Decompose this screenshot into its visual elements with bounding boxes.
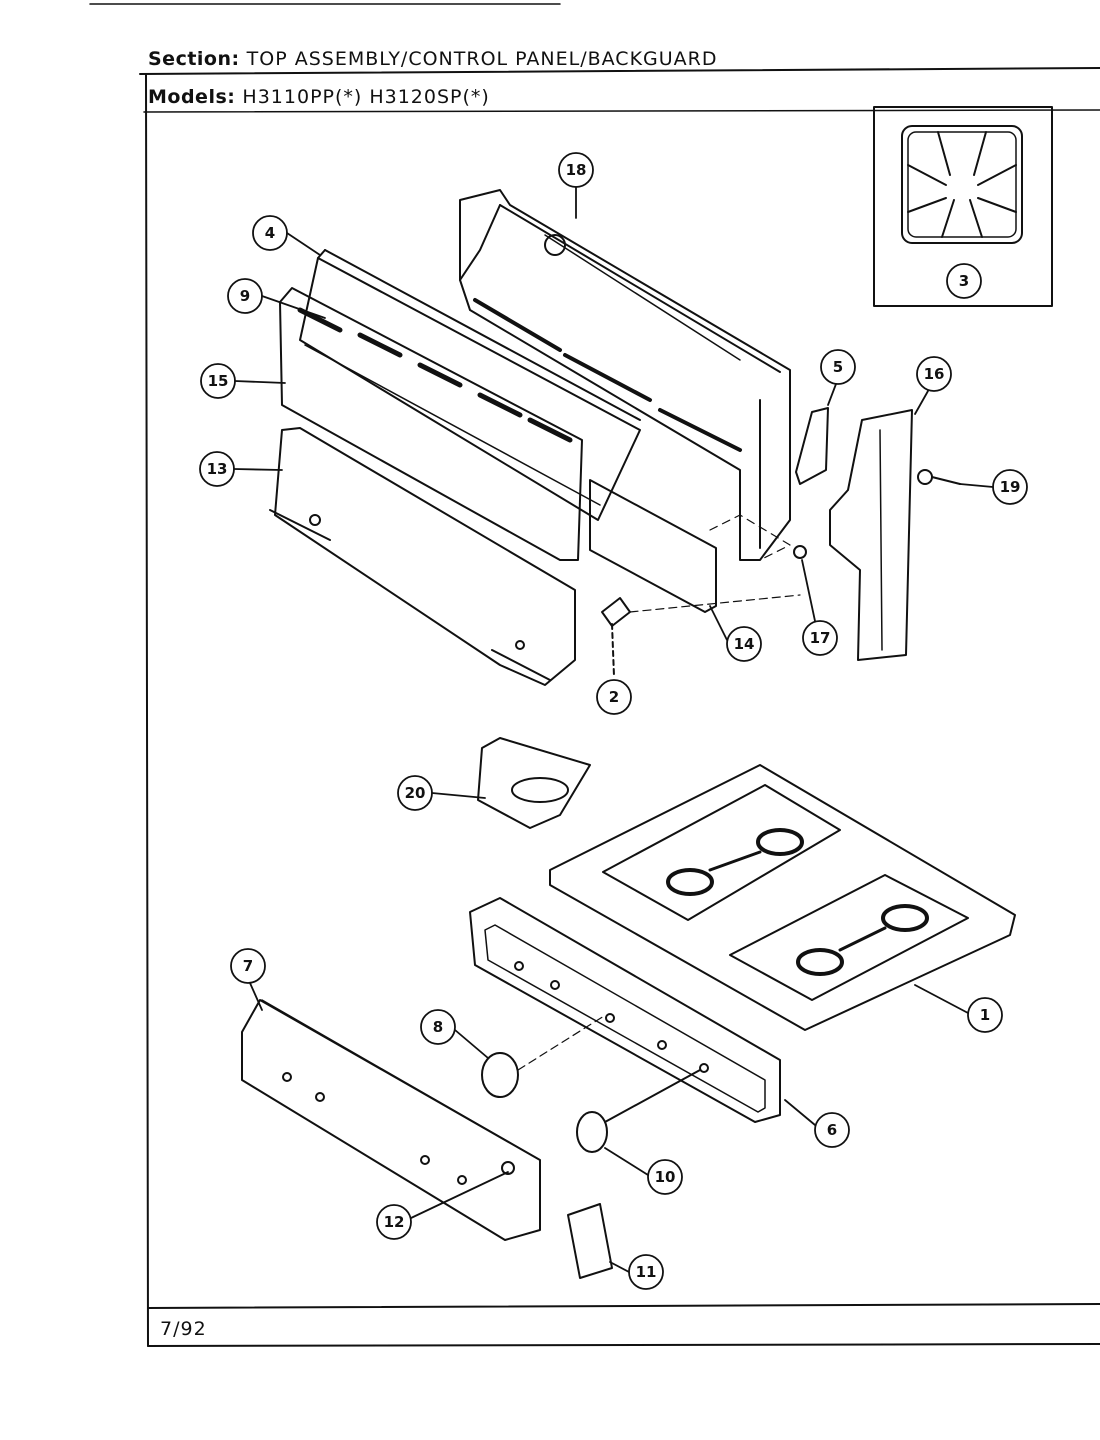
cover-block — [567, 1203, 613, 1279]
nut-part — [793, 545, 807, 559]
callouts — [199, 152, 1028, 1290]
callout-label-12: 12 — [384, 1213, 405, 1231]
callout-label-6: 6 — [827, 1121, 837, 1139]
callout-5 — [820, 349, 856, 406]
callout-label-19: 19 — [1000, 478, 1021, 496]
callout-17 — [801, 559, 838, 656]
section-label: Section: — [148, 48, 240, 70]
callout-label-9: 9 — [240, 287, 250, 305]
callout-label-1: 1 — [980, 1006, 990, 1024]
trim-strip — [279, 287, 583, 561]
section-title: TOP ASSEMBLY/CONTROL PANEL/BACKGUARD — [246, 48, 718, 70]
knob-8 — [481, 1015, 605, 1098]
callout-2 — [596, 679, 632, 715]
models-list: H3110PP(*) H3120SP(*) — [242, 86, 490, 108]
callout-label-5: 5 — [833, 358, 843, 376]
callout-15 — [200, 363, 286, 399]
callout-label-16: 16 — [924, 365, 945, 383]
callout-12 — [376, 1171, 509, 1240]
callout-label-8: 8 — [433, 1018, 443, 1036]
callout-16 — [914, 356, 952, 415]
callout-label-18: 18 — [566, 161, 587, 179]
callout-label-2: 2 — [609, 688, 619, 706]
callout-1 — [914, 984, 1003, 1033]
callout-6 — [784, 1099, 850, 1148]
grate-inset — [873, 106, 1053, 307]
callout-4 — [252, 215, 321, 256]
end-cap — [829, 409, 913, 661]
upper-panel — [299, 249, 641, 521]
callout-label-10: 10 — [655, 1168, 676, 1186]
section-heading: Section: TOP ASSEMBLY/CONTROL PANEL/BACK… — [148, 48, 718, 70]
callout-label-20: 20 — [405, 784, 426, 802]
callout-10 — [604, 1147, 683, 1195]
callout-8 — [420, 1009, 489, 1059]
dashed-outline — [709, 514, 791, 561]
callout-18 — [558, 152, 594, 219]
lower-panel — [269, 427, 576, 686]
page-frame — [89, 3, 1100, 1347]
callout-label-4: 4 — [265, 224, 275, 242]
revision-date: 7/92 — [160, 1318, 207, 1340]
callout-label-7: 7 — [243, 957, 253, 975]
callout-11 — [609, 1254, 664, 1290]
rear-panel — [589, 479, 717, 613]
models-heading: Models: H3110PP(*) H3120SP(*) — [148, 86, 490, 108]
callout-label-17: 17 — [810, 629, 831, 647]
callout-9 — [227, 278, 326, 319]
models-label: Models: — [148, 86, 236, 108]
cooktop — [549, 764, 1016, 1031]
callout-label-15: 15 — [208, 372, 229, 390]
small-bracket — [795, 407, 829, 485]
callout-19 — [959, 469, 1028, 505]
burner-pan — [477, 737, 591, 829]
backguard-frame — [459, 189, 791, 561]
screw-part — [917, 469, 961, 485]
lower-control-panel — [241, 999, 541, 1241]
callout-3 — [946, 263, 982, 299]
callout-label-13: 13 — [207, 460, 228, 478]
knob-10 — [576, 1069, 701, 1153]
control-panel — [469, 897, 781, 1123]
callout-7 — [230, 948, 266, 1011]
callout-labels: 18 4 9 15 13 3 5 16 19 17 14 2 20 1 7 8 … — [207, 161, 1021, 1281]
clip-part — [601, 594, 801, 677]
callout-14 — [709, 605, 762, 662]
callout-13 — [199, 451, 283, 487]
callout-20 — [397, 775, 486, 811]
callout-label-3: 3 — [959, 272, 969, 290]
callout-label-14: 14 — [734, 635, 755, 653]
callout-label-11: 11 — [636, 1263, 657, 1281]
